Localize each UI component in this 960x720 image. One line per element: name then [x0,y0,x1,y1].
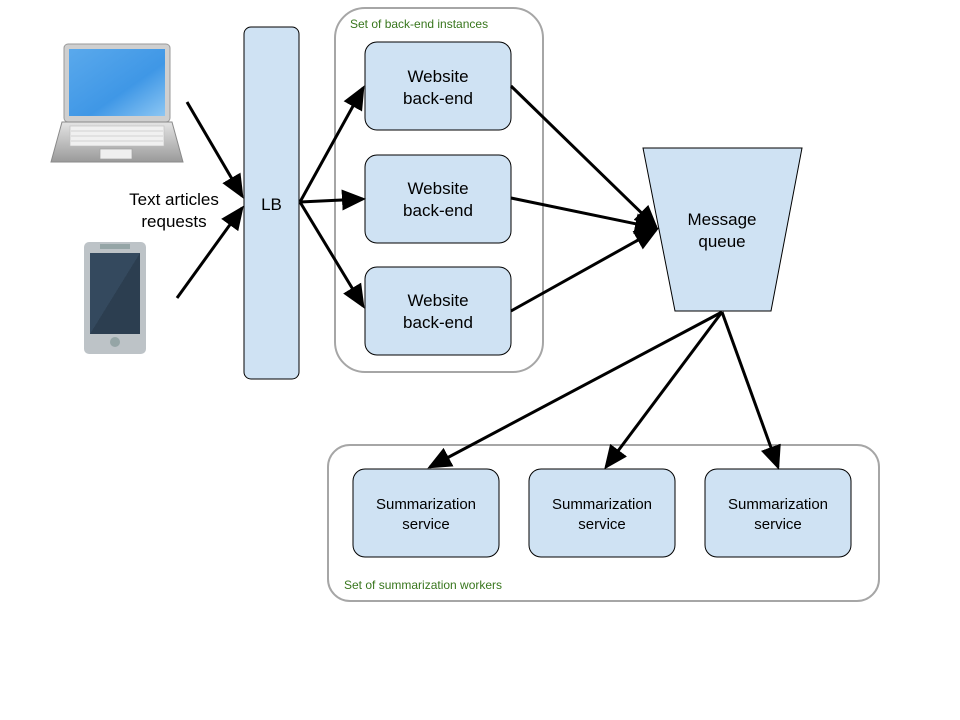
message-queue-label: queue [698,232,745,251]
worker-node-label: Summarization [376,496,476,513]
smartphone-icon [84,242,146,354]
edge-queue-to-worker-3 [720,311,781,470]
edge-lb-to-backend-3 [298,201,365,309]
backend-group-label: Set of back-end instances [350,17,488,31]
edge-laptop-to-lb [185,101,244,199]
edge-phone-to-lb [175,205,244,299]
edge-backend-2-to-queue [510,196,659,235]
requests-label: Text articles [129,190,219,209]
backend-node-label: Website [407,291,468,310]
worker-node-label: service [754,516,802,533]
worker-group-frame [327,444,880,602]
backend-node-1[interactable]: Website back-end [364,41,512,131]
worker-node-1[interactable]: Summarization service [352,468,500,558]
worker-node-label: service [402,516,450,533]
worker-node-3[interactable]: Summarization service [704,468,852,558]
edge-queue-to-worker-1 [427,310,723,469]
backend-node-label: Website [407,67,468,86]
backend-node-3[interactable]: Website back-end [364,266,512,356]
worker-group-label: Set of summarization workers [344,578,502,592]
backend-node-2[interactable]: Website back-end [364,154,512,244]
edge-lb-to-backend-1 [298,85,365,203]
edge-queue-to-worker-2 [604,311,724,470]
message-queue-node[interactable]: Message queue [642,147,803,312]
backend-node-label: Website [407,179,468,198]
edge-lb-to-backend-2 [299,189,366,211]
laptop-icon [50,43,184,163]
worker-node-label: Summarization [728,496,828,513]
load-balancer-node[interactable]: LB [243,26,300,380]
worker-node-2[interactable]: Summarization service [528,468,676,558]
message-queue-label: Message [688,210,757,229]
edge-backend-3-to-queue [510,228,659,313]
requests-label-line2: requests [141,212,206,231]
edge-backend-1-to-queue [509,84,659,230]
backend-group-frame [334,7,544,373]
load-balancer-label: LB [261,195,282,214]
worker-node-label: Summarization [552,496,652,513]
backend-node-label: back-end [403,89,473,108]
backend-node-label: back-end [403,201,473,220]
backend-node-label: back-end [403,313,473,332]
worker-node-label: service [578,516,626,533]
